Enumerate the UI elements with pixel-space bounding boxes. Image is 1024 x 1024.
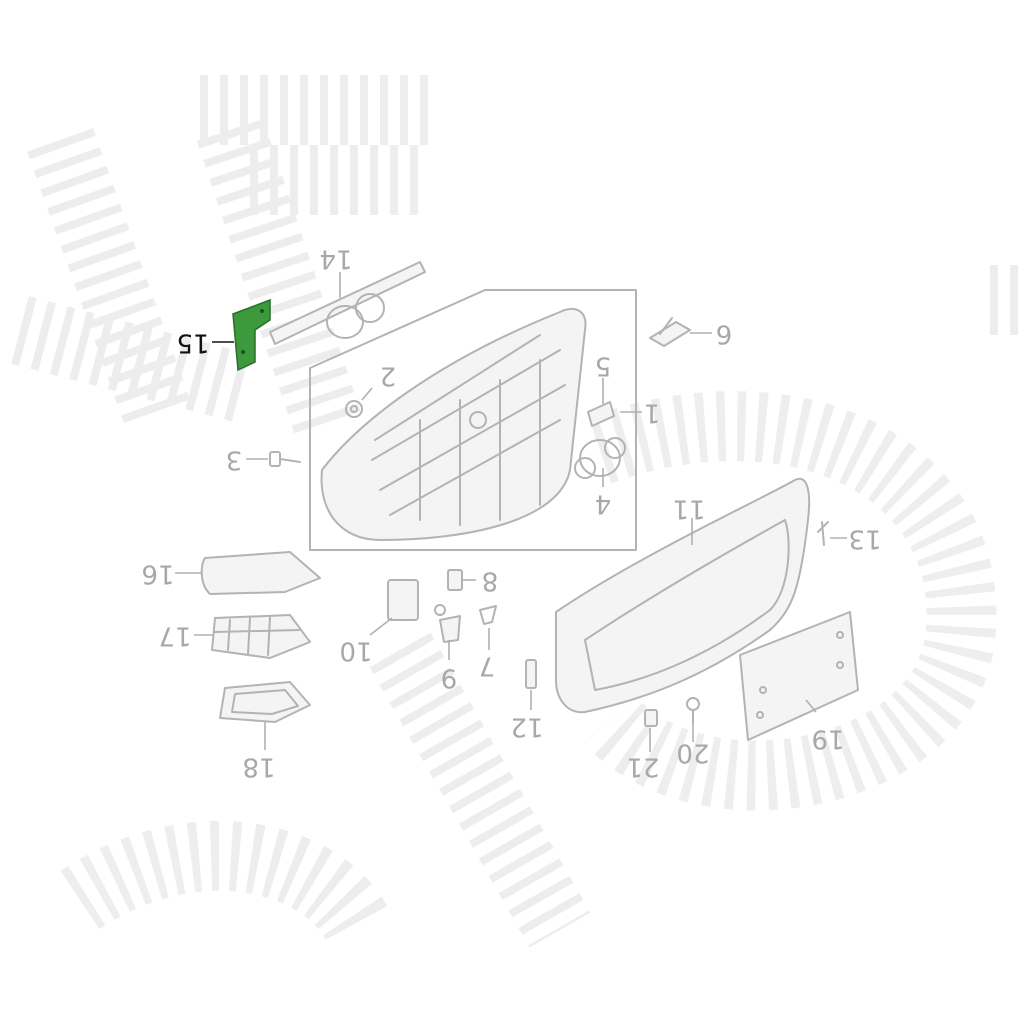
callout-7: 7 <box>479 651 496 681</box>
callout-21: 21 <box>626 752 659 782</box>
part-8-clip[interactable] <box>447 569 463 591</box>
part-6-bracket[interactable] <box>649 317 691 347</box>
part-9-clip[interactable] <box>434 604 461 643</box>
callout-3: 3 <box>226 445 243 475</box>
callout-17: 17 <box>158 621 191 651</box>
part-14-upper-trim[interactable] <box>269 261 426 345</box>
callout-15: 15 <box>176 328 209 358</box>
part-1-grille-group[interactable] <box>309 289 637 551</box>
callout-19: 19 <box>811 724 844 754</box>
callout-2: 2 <box>380 361 397 391</box>
part-19-license-plate-bracket[interactable] <box>739 611 859 741</box>
callout-10: 10 <box>339 636 372 666</box>
part-2-clip[interactable] <box>345 400 363 418</box>
part-18-bezel[interactable] <box>219 681 311 723</box>
callout-20: 20 <box>676 738 709 768</box>
callout-13: 13 <box>848 524 881 554</box>
part-7-hook[interactable] <box>479 605 497 625</box>
part-17-mesh[interactable] <box>211 614 311 659</box>
part-3-screw[interactable] <box>269 451 301 467</box>
callout-14: 14 <box>319 244 352 274</box>
callout-8: 8 <box>482 566 499 596</box>
callout-11: 11 <box>672 494 705 524</box>
part-10-bracket[interactable] <box>387 579 419 621</box>
callout-4: 4 <box>595 489 612 519</box>
callout-9: 9 <box>441 663 458 693</box>
part-11-outer-surround[interactable] <box>555 477 811 714</box>
watermark <box>11 75 1024 948</box>
leader-lines <box>175 272 847 752</box>
part-20-bolt[interactable] <box>686 697 700 723</box>
callout-6: 6 <box>716 319 733 349</box>
callout-labels: 1 2 3 4 5 6 7 8 9 10 11 12 13 14 15 16 1… <box>141 244 881 782</box>
callout-12: 12 <box>510 712 543 742</box>
part-13-pin[interactable] <box>817 521 829 546</box>
callout-18: 18 <box>242 752 275 782</box>
part-15-bracket[interactable] <box>232 298 271 372</box>
part-16-cover[interactable] <box>200 551 321 595</box>
part-5-badge[interactable] <box>587 401 615 427</box>
part-4-camera-housing[interactable] <box>574 437 626 479</box>
part-12-insert[interactable] <box>525 659 537 689</box>
callout-5: 5 <box>595 351 612 381</box>
callout-1: 1 <box>644 398 661 428</box>
part-21-clip[interactable] <box>644 709 658 727</box>
callout-16: 16 <box>141 559 174 589</box>
